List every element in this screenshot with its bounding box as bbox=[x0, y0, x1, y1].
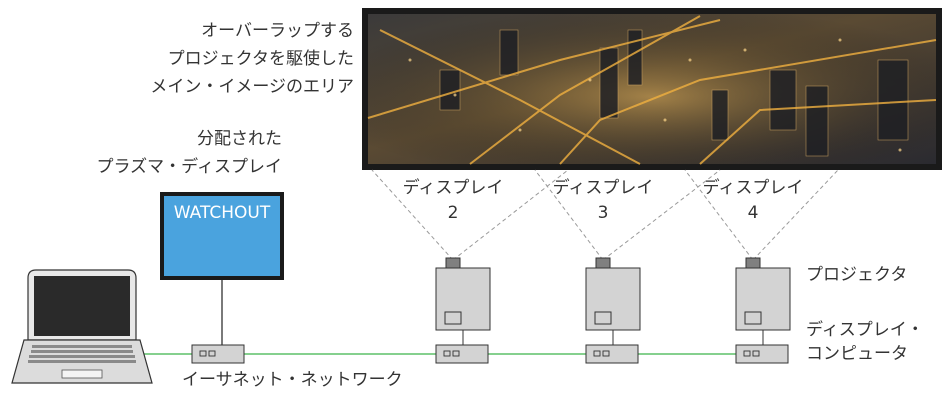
display-4-label: ディスプレイ bbox=[702, 178, 804, 198]
projection-line bbox=[602, 169, 721, 261]
laptop-icon bbox=[11, 269, 153, 384]
main-image-label-line3: メイン・イメージのエリア bbox=[150, 77, 354, 97]
main-image-label-line1: オーバーラップする bbox=[201, 21, 354, 41]
display-computer bbox=[435, 344, 489, 364]
display-3-label: ディスプレイ bbox=[552, 178, 654, 198]
city-roads bbox=[367, 15, 937, 165]
projection-cones bbox=[371, 169, 839, 261]
display-3-number: 3 bbox=[597, 203, 609, 223]
projector bbox=[585, 257, 641, 345]
projector bbox=[735, 257, 791, 345]
plasma-label-line2: プラズマ・ディスプレイ bbox=[96, 157, 282, 177]
projection-line bbox=[452, 169, 569, 261]
display-computer bbox=[585, 344, 639, 364]
projection-line bbox=[684, 169, 754, 261]
projector bbox=[435, 257, 491, 345]
display-2-number: 2 bbox=[447, 203, 459, 223]
display-computer-legend-line2: コンピュータ bbox=[806, 344, 908, 364]
plasma-label-line1: 分配された bbox=[197, 129, 282, 149]
display-computers bbox=[191, 344, 789, 364]
city-buildings bbox=[439, 29, 909, 157]
plasma-screen bbox=[164, 196, 280, 276]
projector-legend-label: プロジェクタ bbox=[806, 265, 908, 285]
main-image-label-line2: プロジェクタを駆使した bbox=[167, 49, 354, 69]
projection-line bbox=[371, 169, 454, 261]
display-computer-legend-line1: ディスプレイ・ bbox=[806, 320, 924, 340]
display-4-number: 4 bbox=[747, 203, 759, 223]
plasma-screen-text: WATCHOUT bbox=[174, 203, 271, 223]
projection-line bbox=[534, 169, 604, 261]
ethernet-label: イーサネット・ネットワーク bbox=[182, 370, 403, 390]
city-lights bbox=[408, 38, 902, 152]
plasma-display: WATCHOUT bbox=[160, 192, 284, 346]
main-image-area bbox=[362, 8, 942, 170]
projectors bbox=[435, 257, 791, 345]
display-computer bbox=[735, 344, 789, 364]
display-computer bbox=[191, 344, 245, 364]
display-2-label: ディスプレイ bbox=[402, 178, 504, 198]
